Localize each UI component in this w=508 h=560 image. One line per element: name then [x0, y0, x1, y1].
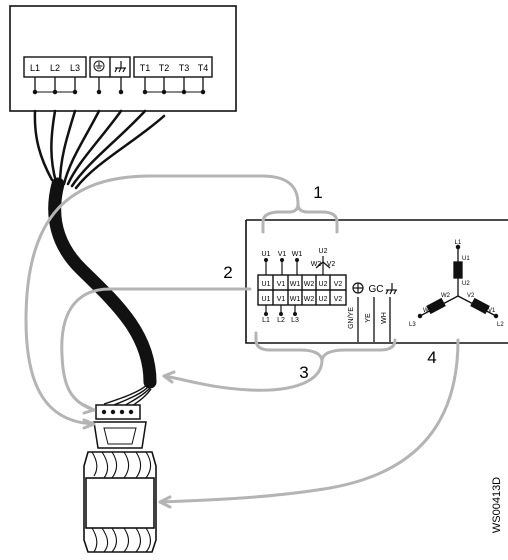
block-row2-label-5: U2 [319, 296, 328, 303]
block-bottom-label-l3: L3 [291, 317, 299, 324]
terminal-label-t2: T2 [159, 63, 170, 73]
gc-chassis-ground-icon [385, 283, 397, 295]
terminal-label-t1: T1 [140, 63, 151, 73]
block-row-label-5: U2 [319, 281, 328, 288]
motor-terminal-box: U1 V1 W1 U2 W2 V2 U1 V1 W1 W2 U2 V2 U1 V… [245, 219, 508, 344]
callout-3: 3 [299, 363, 308, 382]
gc-label: GC [369, 284, 384, 295]
block-top-label-v1: V1 [278, 251, 287, 258]
star-label-u2: U2 [462, 281, 470, 287]
star-label-l3: L3 [409, 322, 416, 328]
block-top-label-u2: U2 [319, 248, 328, 255]
callout-1: 1 [313, 183, 322, 202]
ground-leads [357, 297, 391, 342]
callout-4: 4 [427, 348, 436, 367]
callout-2: 2 [223, 263, 232, 282]
star-label-l2: L2 [497, 322, 504, 328]
callout-leaders [24, 174, 460, 509]
block-top-label-u1: U1 [262, 251, 271, 258]
block-row-label-2: V1 [277, 281, 286, 288]
block-row2-label-3: W1 [290, 296, 301, 303]
terminal-label-l2: L2 [50, 63, 60, 73]
block-bottom-leads [264, 305, 298, 317]
block-row-label-4: W2 [304, 281, 315, 288]
motor-connector [93, 404, 147, 449]
terminal-label-t3: T3 [179, 63, 190, 73]
block-row2-label-4: W2 [304, 296, 315, 303]
block-row-label-3: W1 [290, 281, 301, 288]
terminal-label-l3: L3 [70, 63, 80, 73]
block-top-label-w2: W2 [311, 261, 322, 268]
motor-stator [83, 451, 157, 553]
terminal-stubs [32, 77, 206, 95]
block-top-label-v2: V2 [327, 261, 336, 268]
star-connection [417, 244, 499, 319]
thermal-terminal-block [133, 56, 213, 78]
block-top-label-w1: W1 [292, 251, 303, 258]
star-label-w1: W1 [423, 308, 433, 314]
cable-bundle [48, 177, 157, 389]
controller-wires [33, 109, 166, 190]
block-row2-label-1: U1 [262, 296, 271, 303]
block-bottom-label-l1: L1 [262, 317, 270, 324]
ground-label-ye: YE [365, 313, 372, 323]
block-row-label-1: U1 [262, 281, 271, 288]
star-label-v2: V2 [467, 293, 475, 299]
block-row-label-6: V2 [334, 281, 343, 288]
ground-label-gnye: GN/YE [348, 307, 355, 329]
protective-earth-icon [352, 282, 364, 294]
star-label-v1: V1 [488, 308, 496, 314]
star-labels: L1 U1 U2 W2 W1 V2 V1 L3 L2 [409, 240, 504, 328]
block-top-leads [264, 256, 331, 275]
star-label-u1: U1 [462, 256, 470, 262]
controller-box: L1 L2 L3 T1 T2 T3 T4 [9, 5, 237, 112]
block-row2-label-6: V2 [334, 296, 343, 303]
earth-ground-icon [93, 60, 105, 72]
connector-wires [103, 383, 152, 407]
star-label-w2: W2 [441, 293, 451, 299]
block-row-labels: U1 V1 W1 W2 U2 V2 U1 V1 W1 W2 U2 V2 [262, 281, 343, 303]
terminal-label-l1: L1 [30, 63, 40, 73]
terminal-label-t4: T4 [198, 63, 209, 73]
star-label-l1: L1 [455, 240, 462, 246]
ground-label-wh: WH [381, 312, 388, 324]
document-code: WS00413D [491, 477, 503, 533]
chassis-ground-icon [114, 61, 126, 73]
block-row2-label-2: V1 [277, 296, 286, 303]
block-bottom-label-l2: L2 [277, 317, 285, 324]
